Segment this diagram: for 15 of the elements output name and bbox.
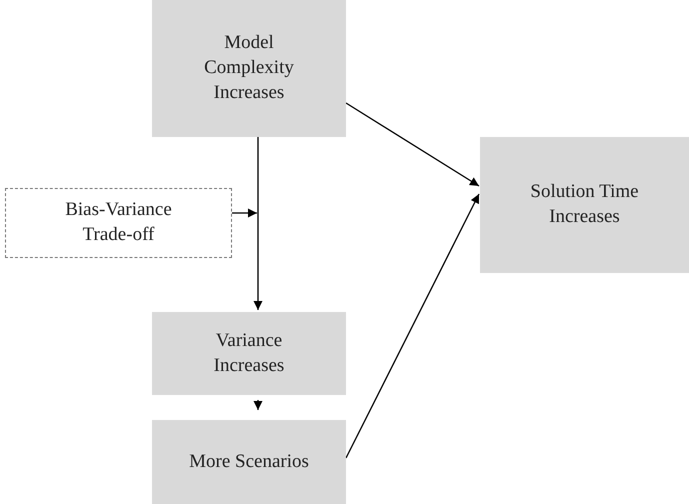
node-label: Model Complexity Increases: [203, 31, 295, 105]
arrow: [253, 137, 263, 310]
bias-variance-box: [5, 188, 232, 258]
arrow: [346, 102, 480, 187]
node-label: Bias-Variance Trade-off: [64, 198, 173, 247]
model-complexity-box: [152, 0, 346, 137]
scenarios-box: [152, 420, 346, 504]
node-label: Solution Time Increases: [529, 180, 640, 229]
node-label: More Scenarios: [189, 450, 309, 474]
arrow: [232, 208, 257, 218]
variance-box: [152, 312, 346, 395]
arrow: [253, 400, 263, 410]
node-label: Variance Increases: [212, 328, 286, 378]
solution-time-box: [480, 137, 689, 273]
arrow: [345, 194, 480, 458]
